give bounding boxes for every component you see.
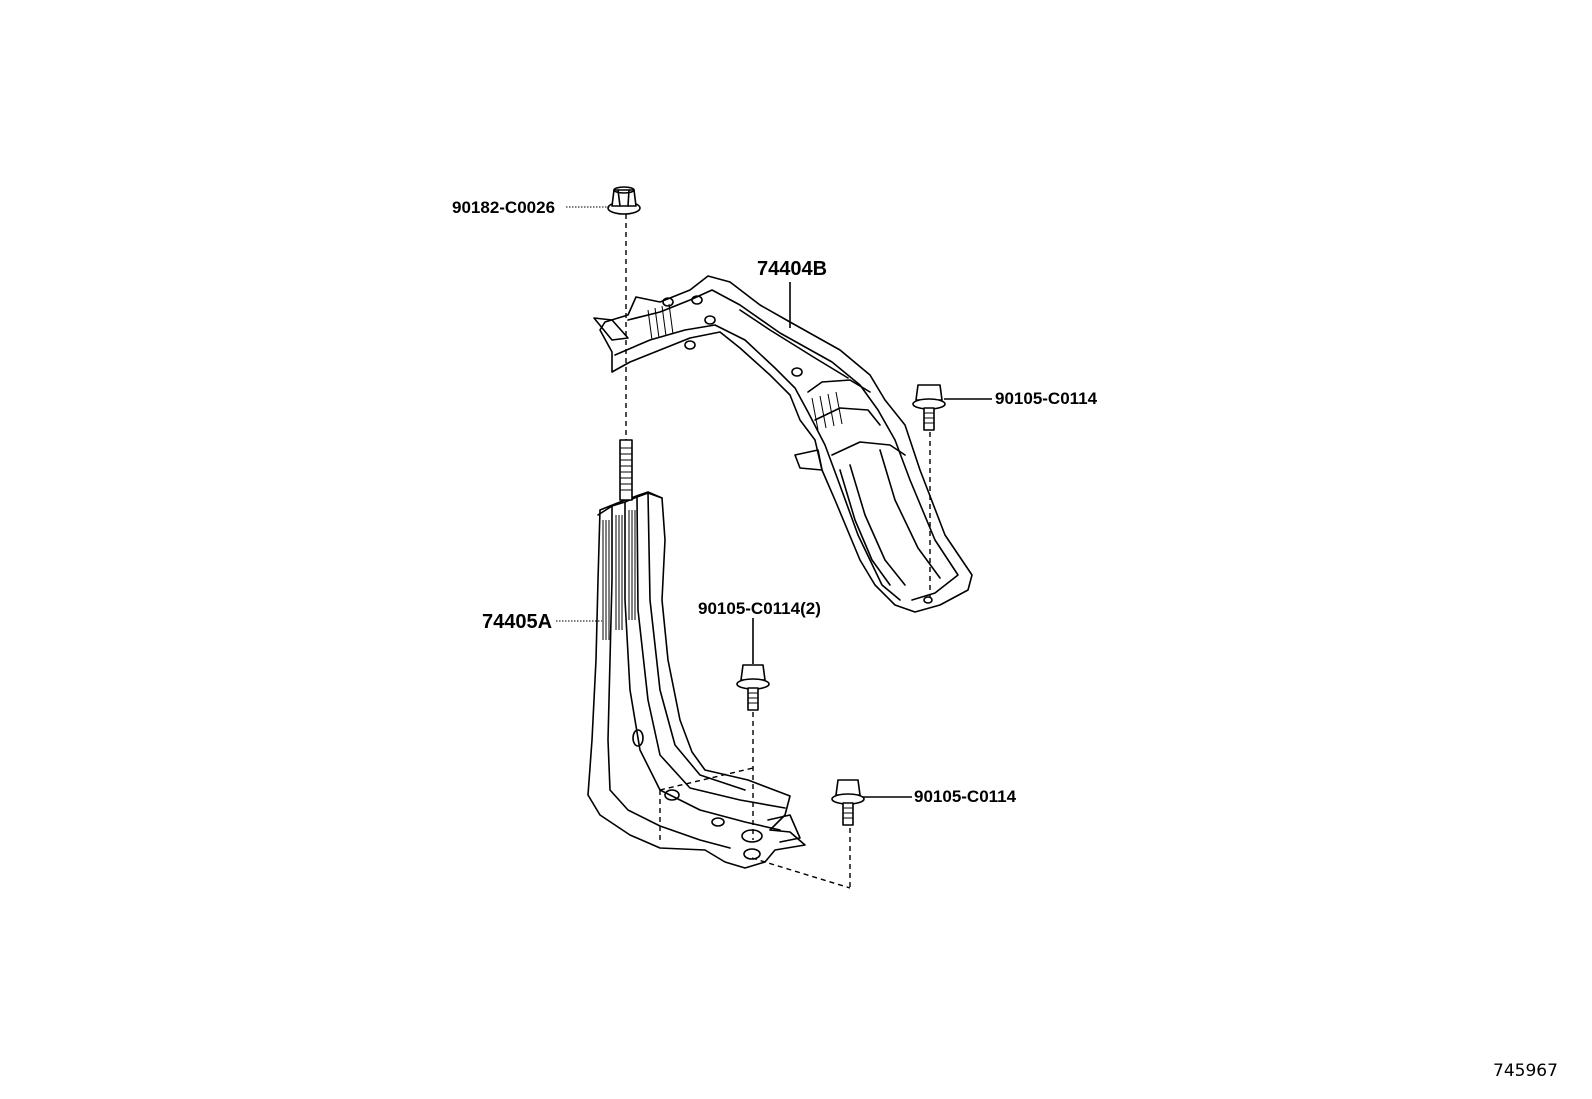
label-bracket-74405a[interactable]: 74405A bbox=[482, 611, 552, 633]
bolt-middle[interactable] bbox=[736, 664, 770, 711]
label-bolt-upper-right[interactable]: 90105-C0114 bbox=[995, 389, 1098, 408]
figure-id: 745967 bbox=[1493, 1061, 1558, 1081]
bolt-lower-right[interactable] bbox=[831, 779, 865, 826]
label-nut-90182-c0026[interactable]: 90182-C0026 bbox=[452, 198, 555, 217]
flange-nut[interactable] bbox=[607, 186, 641, 215]
bolt-upper-right[interactable] bbox=[912, 384, 946, 431]
label-bolt-lower-right[interactable]: 90105-C0114 bbox=[914, 787, 1017, 806]
label-bolt-middle[interactable]: 90105-C0114(2) bbox=[698, 599, 821, 618]
stud-bolt bbox=[619, 439, 633, 501]
lower-bracket-74405a[interactable] bbox=[587, 491, 806, 869]
upper-bracket-74404b[interactable] bbox=[593, 275, 973, 613]
label-bracket-74404b[interactable]: 74404B bbox=[757, 258, 827, 280]
assembly-lines bbox=[625, 214, 931, 889]
